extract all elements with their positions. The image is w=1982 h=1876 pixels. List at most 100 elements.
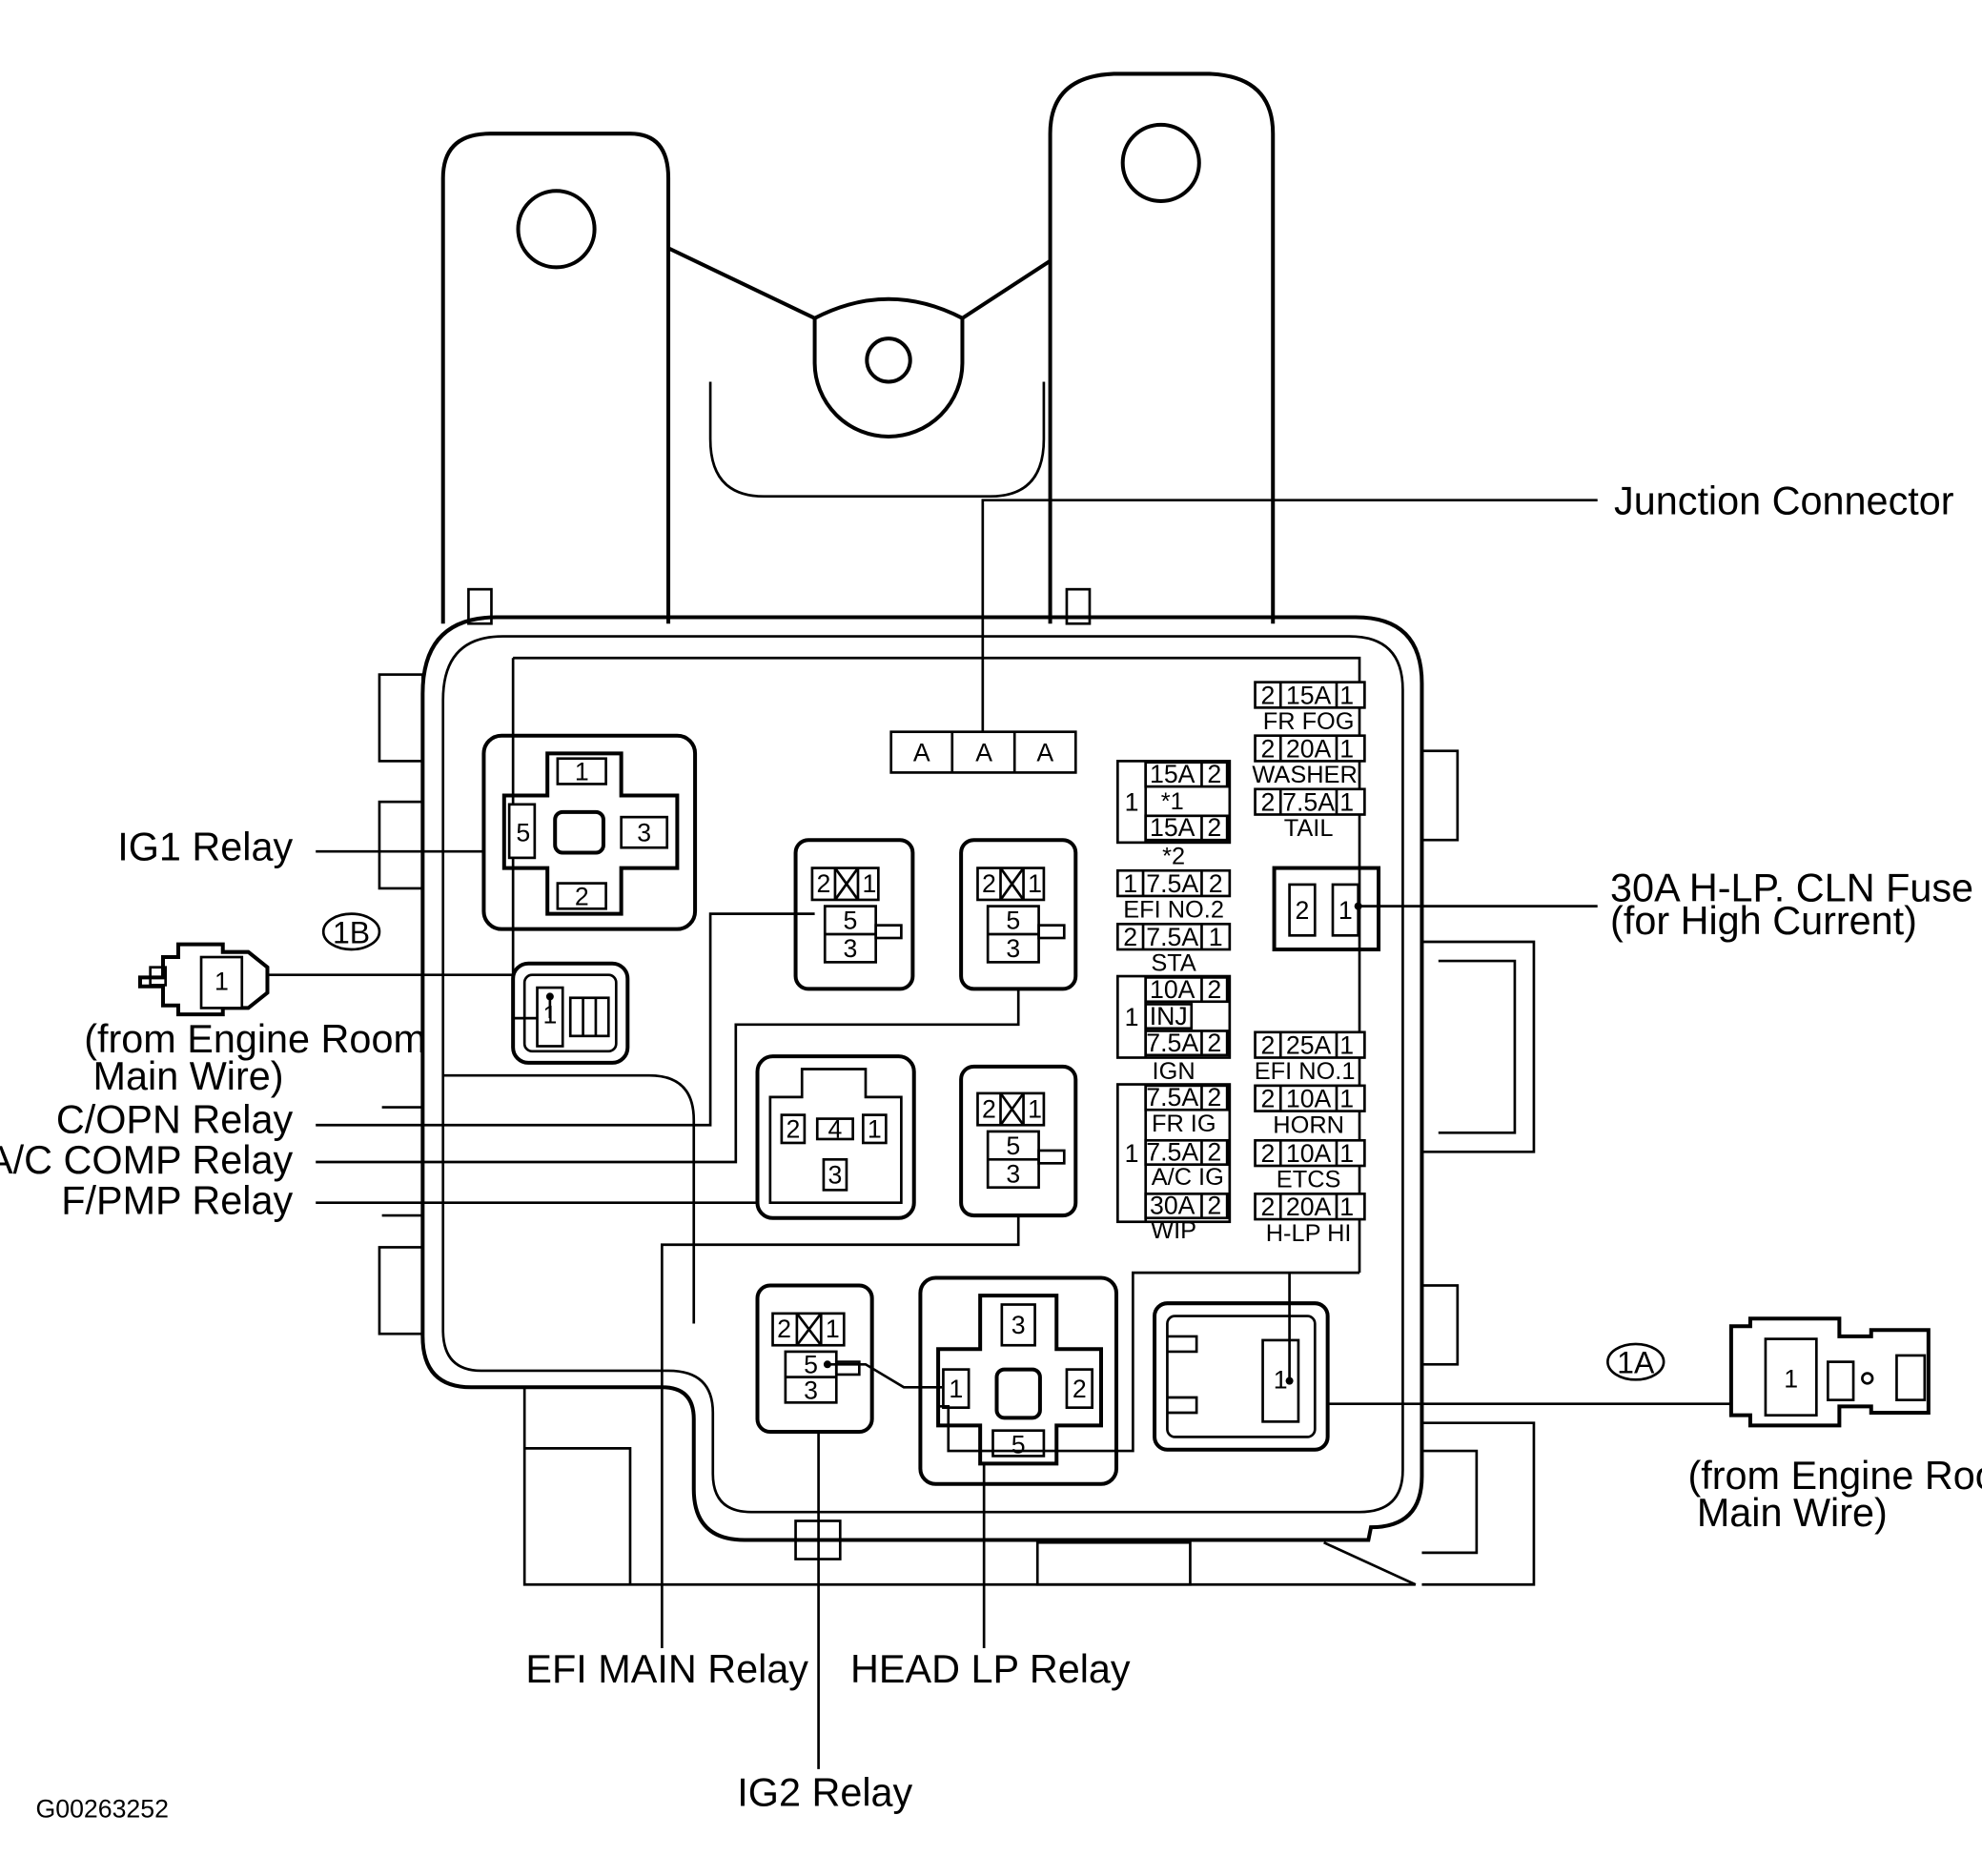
fuse-efi-no1: 2 25A 1 EFI NO.1 xyxy=(1254,1030,1366,1085)
ac-comp-relay-label: A/C COMP Relay xyxy=(0,1138,293,1182)
fuse-fr-ig-amp: 7.5A xyxy=(1146,1083,1198,1111)
fuse-30a-label: 30A H-LP. CLN Fuse xyxy=(1610,866,1973,909)
ig1-relay-socket: 1 2 3 5 xyxy=(481,733,698,931)
fuse-30a-pin-1: 1 xyxy=(1338,896,1353,925)
f-pmp-relay-label: F/PMP Relay xyxy=(61,1179,293,1223)
fuse-group-2-bot-amp: 7.5A xyxy=(1146,1029,1198,1057)
ig2-relay-socket: 2 1 5 3 xyxy=(755,1283,874,1435)
ig2-relay-label: IG2 Relay xyxy=(737,1771,912,1815)
fuse-sta-right: 1 xyxy=(1209,923,1223,951)
fuse-group-2-mid: INJ xyxy=(1150,1002,1188,1030)
fuse-efi-no2-right: 2 xyxy=(1209,869,1223,898)
f-pmp-pin-2: 2 xyxy=(786,1115,800,1144)
fuse-group-1-note: *2 xyxy=(1162,844,1185,870)
fuse-washer-amp: 20A xyxy=(1286,734,1332,763)
ig1-pin-2: 2 xyxy=(575,882,589,910)
fuse-tail-right: 1 xyxy=(1339,787,1354,816)
ig2-pin-2: 2 xyxy=(777,1315,791,1343)
fuse-group-2-common-pin: 1 xyxy=(1125,1003,1139,1031)
fuse-30a-pin-2: 2 xyxy=(1296,896,1310,925)
fuse-efi-no2-amp: 7.5A xyxy=(1146,869,1198,898)
right-from-sublabel: Main Wire) xyxy=(1697,1491,1888,1535)
junction-cell-3: A xyxy=(1036,738,1053,766)
junction-connector: A A A xyxy=(889,730,1077,774)
fuse-efi-no2-name: EFI NO.2 xyxy=(1123,897,1224,924)
head-lp-pin-5: 5 xyxy=(1011,1431,1026,1459)
fuse-efi-no1-right: 1 xyxy=(1339,1030,1354,1059)
fuse-etcs: 2 10A 1 ETCS xyxy=(1254,1138,1366,1193)
fuse-group-2-top-pin: 2 xyxy=(1207,975,1221,1004)
fuse-washer-right: 1 xyxy=(1339,734,1354,763)
f-pmp-pin-3: 3 xyxy=(828,1161,843,1190)
fuse-30a-hlp-cln: 2 1 xyxy=(1272,866,1381,952)
fuse-group-1-bot-amp: 15A xyxy=(1150,813,1195,842)
ac-comp-relay-socket: 2 1 5 3 xyxy=(959,838,1078,991)
efi-main-pin-2: 2 xyxy=(982,1094,996,1123)
fuse-wip-name: WIP xyxy=(1151,1217,1196,1244)
ig1-pin-5: 5 xyxy=(516,819,530,847)
c-opn-relay-label: C/OPN Relay xyxy=(56,1097,294,1141)
fuse-h-lp-hi-name: H-LP HI xyxy=(1266,1220,1352,1247)
fuse-fr-fog-right: 1 xyxy=(1339,681,1354,709)
fuse-tail-left: 2 xyxy=(1260,787,1275,816)
fuse-horn-name: HORN xyxy=(1273,1111,1344,1138)
c-opn-relay-socket: 2 1 5 3 xyxy=(793,838,915,991)
ig1-pin-1: 1 xyxy=(575,757,589,785)
efi-main-relay-label: EFI MAIN Relay xyxy=(525,1647,808,1691)
leader-lines xyxy=(316,499,1598,1769)
fuse-group-1-mid: *1 xyxy=(1161,788,1184,815)
ac-comp-pin-1: 1 xyxy=(1028,869,1042,898)
fuse-wip-pin: 2 xyxy=(1207,1192,1221,1220)
connector-1b-plug: 1 1B xyxy=(137,912,514,1017)
fuse-etcs-right: 1 xyxy=(1339,1139,1354,1168)
fuse-ac-ig-amp: 7.5A xyxy=(1146,1138,1198,1167)
fuse-horn-left: 2 xyxy=(1260,1085,1275,1113)
fuse-efi-no1-name: EFI NO.1 xyxy=(1255,1058,1356,1085)
fuse-group-2-bot-pin: 2 xyxy=(1207,1029,1221,1057)
housing-top xyxy=(440,71,1276,625)
fuse-group-1-top-pin: 2 xyxy=(1207,760,1221,788)
fuse-sta: 2 7.5A 1 STA xyxy=(1116,922,1232,977)
fuse-fr-fog-name: FR FOG xyxy=(1263,708,1355,735)
fuse-fr-fog: 2 15A 1 FR FOG xyxy=(1254,681,1366,735)
c-opn-pin-1: 1 xyxy=(863,869,877,898)
fuse-horn-amp: 10A xyxy=(1286,1085,1332,1113)
housing-body xyxy=(378,615,1536,1586)
fuse-group-3-common-pin: 1 xyxy=(1125,1139,1139,1168)
fuse-washer: 2 20A 1 WASHER xyxy=(1252,734,1366,788)
head-lp-pin-3: 3 xyxy=(1011,1311,1026,1339)
fuse-tail: 2 7.5A 1 TAIL xyxy=(1254,787,1366,842)
connector-1a-socket: 1 xyxy=(1153,1273,1330,1452)
fuse-group-1-common-pin: 1 xyxy=(1125,787,1139,816)
fuse-etcs-amp: 10A xyxy=(1286,1139,1332,1168)
junction-cell-2: A xyxy=(975,738,992,766)
connector-1b-plug-pin: 1 xyxy=(215,968,229,996)
fuse-tail-name: TAIL xyxy=(1284,815,1334,842)
efi-main-pin-5: 5 xyxy=(1006,1132,1020,1160)
connector-1a-plug: 1 1A xyxy=(1327,1316,1931,1428)
f-pmp-pin-4: 4 xyxy=(828,1115,843,1144)
fuse-efi-no2: 1 7.5A 2 EFI NO.2 xyxy=(1116,868,1232,924)
fuse-efi-no1-amp: 25A xyxy=(1286,1030,1332,1059)
ac-comp-pin-2: 2 xyxy=(982,869,996,898)
ac-comp-pin-5: 5 xyxy=(1006,907,1020,935)
fuse-washer-left: 2 xyxy=(1260,734,1275,763)
connector-1a-badge: 1A xyxy=(1617,1346,1655,1380)
fuse-h-lp-hi: 2 20A 1 H-LP HI xyxy=(1254,1193,1366,1247)
fuse-etcs-name: ETCS xyxy=(1277,1167,1341,1193)
head-lp-relay-socket: 3 2 1 5 xyxy=(823,1271,1360,1486)
fuse-h-lp-hi-right: 1 xyxy=(1339,1193,1354,1221)
connector-1a-socket-pin: 1 xyxy=(1274,1366,1288,1395)
fuse-group-1-bot-pin: 2 xyxy=(1207,813,1221,842)
fuse-group-2-top-amp: 10A xyxy=(1150,975,1195,1004)
head-lp-relay-label: HEAD LP Relay xyxy=(850,1647,1131,1691)
fuse-fr-ig-pin: 2 xyxy=(1207,1083,1221,1111)
c-opn-pin-5: 5 xyxy=(844,907,858,935)
ig1-relay-label: IG1 Relay xyxy=(117,826,293,869)
right-from-label: (from Engine Room xyxy=(1687,1454,1982,1498)
fuse-ac-ig-pin: 2 xyxy=(1207,1138,1221,1167)
left-from-sublabel: Main Wire) xyxy=(93,1054,284,1098)
fuse-group-2: 1 10A 2 INJ 7.5A 2 IGN xyxy=(1116,974,1232,1085)
fuse-washer-name: WASHER xyxy=(1252,762,1357,788)
ig1-pin-3: 3 xyxy=(637,819,651,847)
